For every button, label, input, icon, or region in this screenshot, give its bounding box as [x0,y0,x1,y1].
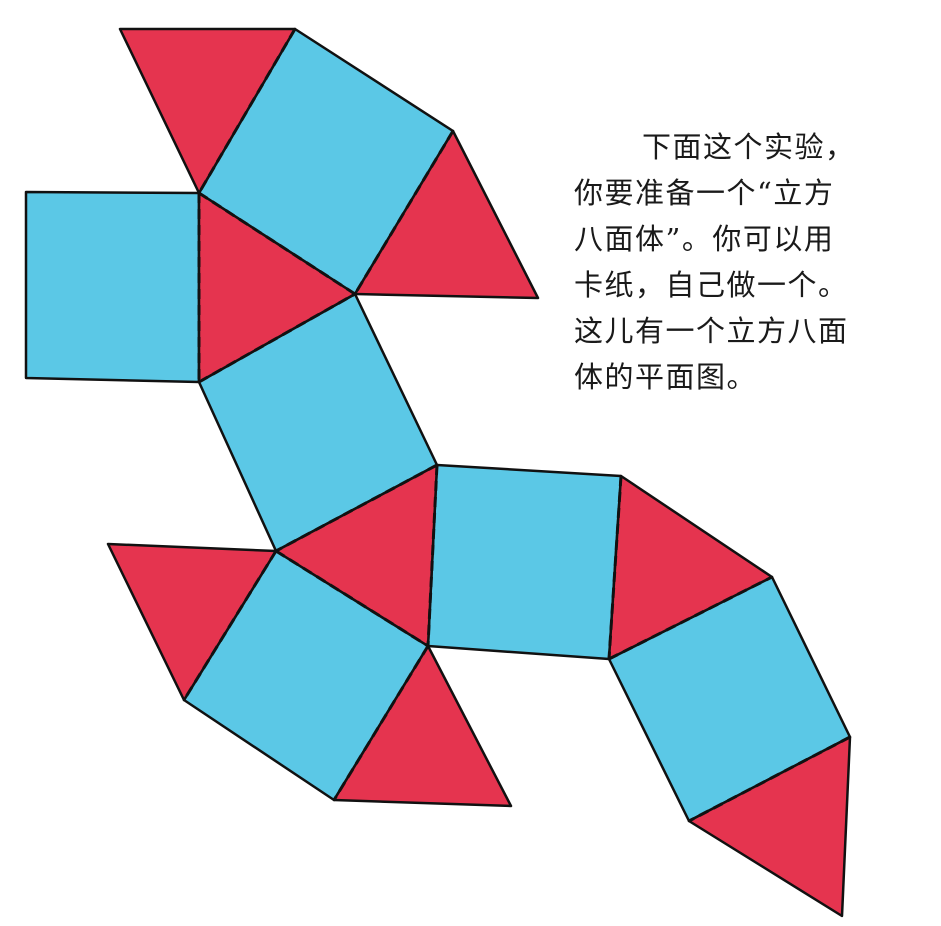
triangle-face [607,474,774,661]
description-text: 下面这个实验， 你要准备一个“立方 八面体”。你可以用 卡纸，自己做一个。 这儿… [574,124,894,400]
description-line: 下面这个实验， [642,130,856,164]
fold-line [688,735,851,823]
fold-line [198,292,356,384]
fold-line [426,464,439,647]
description-line: 卡纸，自己做一个。 [574,268,849,302]
description-line: 这儿有一个立方八面 [574,314,849,348]
fold-line [607,475,623,660]
fold-lines [182,28,851,823]
description-line: 体的平面图。 [574,360,758,394]
triangle-face [687,735,852,918]
fold-line [608,575,773,661]
fold-line [275,549,429,648]
fold-line [182,550,278,701]
triangle-face [353,129,540,300]
triangle-face [332,644,513,808]
square-face [24,190,201,384]
fold-line [275,463,438,553]
square-face [426,463,623,661]
description-line: 你要准备一个“立方 [574,176,835,210]
triangle-face [118,27,297,195]
fold-line [332,645,430,801]
description-line: 八面体”。你可以用 [574,222,835,256]
